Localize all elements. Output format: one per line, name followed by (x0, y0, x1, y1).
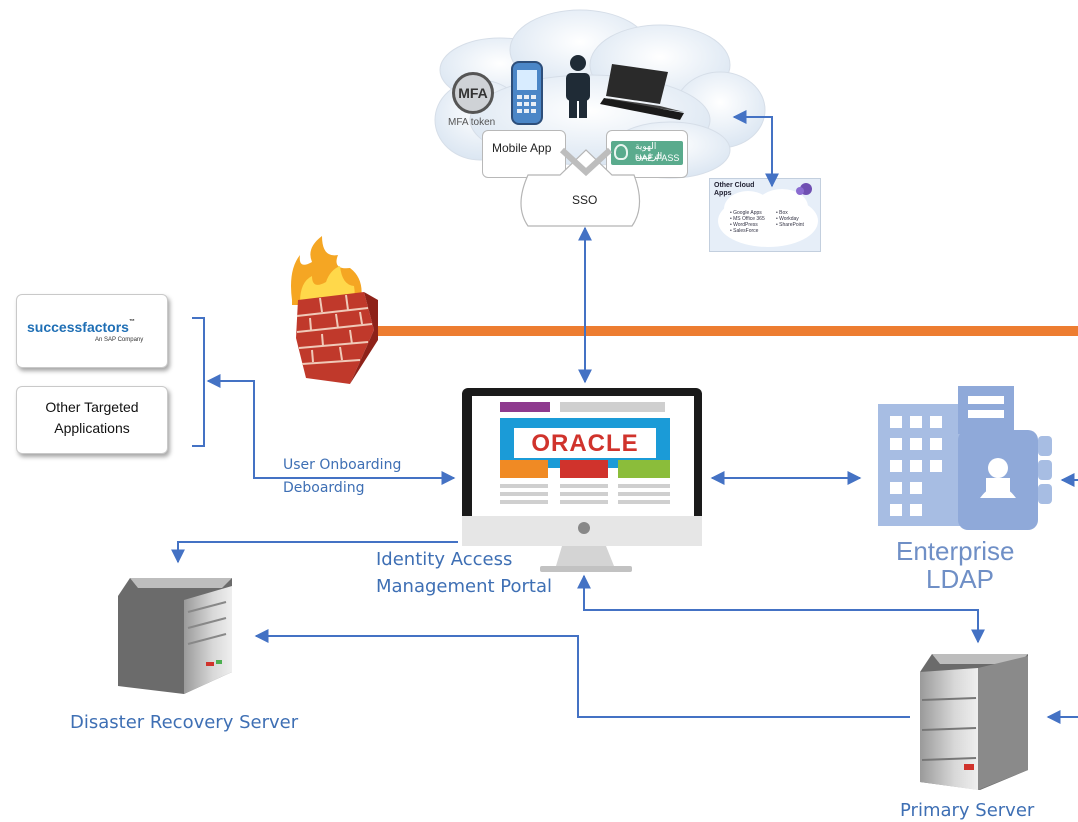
other-targeted-apps-card[interactable]: Other Targeted Applications (16, 386, 168, 454)
other-apps-line1: Other Targeted (45, 399, 139, 415)
mfa-token-icon: MFA (452, 72, 494, 114)
dr-server-label: Disaster Recovery Server (70, 712, 299, 733)
other-cloud-apps-box: Other Cloud Apps • Google Apps • MS Offi… (709, 178, 821, 252)
firewall-line (376, 326, 1078, 336)
sso-label: SSO (572, 193, 598, 207)
sf-tm: ™ (128, 319, 135, 325)
other-apps-line2: Applications (54, 420, 130, 436)
user-icon (566, 55, 590, 118)
cloud-app-item: • WordPress (730, 222, 758, 228)
cloud-app-item: • Google Apps (730, 210, 762, 216)
onboarding-arrow (206, 374, 456, 485)
sf-sub: An SAP Company (95, 337, 144, 343)
oracle-logo: ORACLE (531, 430, 639, 457)
ldap-label-1: Enterprise (896, 536, 1015, 566)
portal-dr-arrow (171, 541, 458, 564)
sf-logo-a: success (27, 319, 83, 335)
cloud-icon (718, 183, 818, 247)
cloud-app-item: • SalesForce (730, 228, 759, 234)
primary-server-label: Primary Server (900, 800, 1035, 821)
apps-bracket (192, 317, 205, 447)
firewall-icon (291, 236, 378, 384)
cloud-app-item: • MS Office 365 (730, 216, 765, 222)
mobile-app-label: Mobile App (492, 141, 552, 155)
iam-label-2: Management Portal (376, 576, 553, 597)
other-cloud-title-2: Apps (714, 190, 732, 197)
uae-pass-arabic: الهوية الرقمية (635, 142, 663, 162)
building-icon (878, 386, 1052, 530)
primary-dr-arrow (254, 629, 910, 718)
fingerprint-icon (614, 144, 628, 160)
cloud-otherapps-arrow (732, 110, 779, 188)
cloud-app-item: • Workday (776, 216, 799, 222)
laptop-icon (600, 64, 684, 120)
onboarding-label-2: Deboarding (283, 480, 365, 496)
server-icon (920, 654, 1028, 790)
mfa-badge-text: MFA (458, 85, 488, 101)
primary-portal-arrow (577, 574, 985, 644)
uae-pass-text: UAE PASS (635, 153, 680, 163)
uae-pass-logo: الهوية الرقمية UAE PASS (611, 141, 683, 165)
sf-logo-b: factors (82, 319, 129, 335)
server-icon (118, 578, 232, 694)
successfactors-card[interactable]: successfactors™ An SAP Company (16, 294, 168, 368)
mfa-caption: MFA token (448, 117, 496, 128)
cloud-app-item: • Box (776, 210, 788, 216)
mobile-app-box: Mobile App (482, 130, 566, 178)
iam-label-1: Identity Access (376, 549, 513, 570)
monitor-icon (462, 388, 702, 572)
uae-pass-box: الهوية الرقمية UAE PASS (606, 130, 688, 178)
cloud-app-item: • SharePoint (776, 222, 804, 228)
onboarding-label-1: User Onboarding (283, 457, 402, 473)
mobile-phone-icon (511, 61, 543, 125)
